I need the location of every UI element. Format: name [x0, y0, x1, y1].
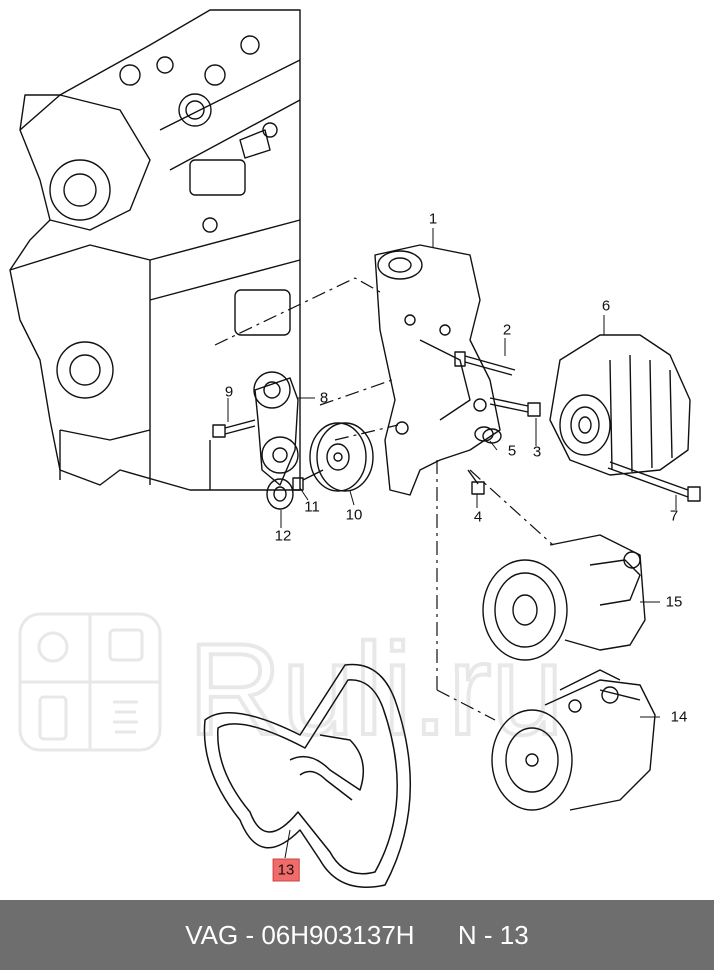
- bolt-4: [467, 469, 485, 495]
- part-label-14[interactable]: 14: [670, 708, 688, 726]
- part-label-11[interactable]: 11: [304, 498, 320, 516]
- part-label-3[interactable]: 3: [532, 443, 542, 461]
- part-label-4[interactable]: 4: [473, 508, 483, 526]
- bolt-7: [607, 461, 701, 502]
- part-label-6[interactable]: 6: [601, 297, 611, 315]
- page-reference: N - 13: [457, 919, 529, 950]
- part-label-1[interactable]: 1: [428, 210, 438, 228]
- part-label-13-highlighted[interactable]: 13: [272, 858, 300, 882]
- part-label-5[interactable]: 5: [507, 442, 517, 460]
- exploded-parts-diagram: [9, 9, 701, 888]
- bolt-9: [212, 419, 256, 438]
- ac-compressor-14: [491, 669, 656, 811]
- alternator-6: [549, 334, 691, 476]
- leader-lines: [227, 228, 677, 859]
- footer-spacer: [415, 920, 458, 951]
- part-code: VAG - 06H903137H: [185, 919, 415, 950]
- part-label-15[interactable]: 15: [665, 593, 683, 611]
- serpentine-belt-13: [203, 663, 411, 888]
- cap-12: [266, 478, 294, 510]
- bushing-5: [474, 426, 502, 444]
- part-label-2[interactable]: 2: [502, 321, 512, 339]
- idler-pulley-10: [309, 422, 374, 492]
- bolt-11: [292, 469, 324, 491]
- alignment-lines: [214, 277, 554, 721]
- power-steering-pump-15: [482, 534, 646, 661]
- part-label-9[interactable]: 9: [224, 383, 234, 401]
- accessory-bracket: [374, 244, 501, 496]
- bolt-3: [489, 397, 541, 417]
- part-label-12[interactable]: 12: [274, 527, 292, 545]
- engine-block: [9, 9, 301, 491]
- part-label-7[interactable]: 7: [669, 507, 679, 525]
- footer-bar: VAG - 06H903137H N - 13: [0, 900, 714, 970]
- bolt-2: [454, 351, 516, 376]
- tensioner-8: [253, 371, 299, 486]
- part-label-8[interactable]: 8: [319, 389, 329, 407]
- part-label-10[interactable]: 10: [345, 506, 363, 524]
